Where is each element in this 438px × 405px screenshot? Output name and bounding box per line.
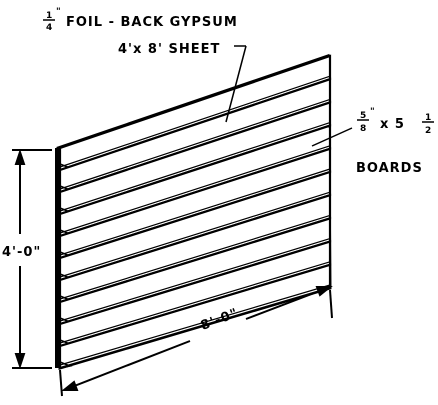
board-end-notch bbox=[59, 361, 73, 369]
length-dimension-line bbox=[63, 340, 191, 391]
height-arrow-bottom bbox=[14, 353, 26, 370]
board-lap-line bbox=[59, 122, 331, 212]
gypsum-thickness-inch-mark: " bbox=[56, 7, 61, 17]
gypsum-thickness-denominator: 4 bbox=[46, 23, 52, 33]
length-extension-left bbox=[59, 369, 63, 397]
board-thickness-denominator: 8 bbox=[360, 124, 366, 134]
length-dimension bbox=[59, 286, 333, 397]
length-dimension-line-right bbox=[245, 286, 331, 320]
board-lap-line bbox=[59, 191, 331, 278]
board-width-denominator: 2 bbox=[425, 126, 431, 136]
gypsum-leader bbox=[225, 45, 247, 123]
length-extension-right bbox=[329, 289, 333, 319]
board-width-label: x 5 bbox=[380, 117, 405, 132]
length-arrow-left bbox=[61, 380, 79, 391]
board-lap-line bbox=[59, 238, 331, 322]
gypsum-leader-diagonal bbox=[225, 45, 247, 123]
gypsum-thickness-numerator: 1 bbox=[46, 11, 52, 21]
board-lap-line bbox=[59, 214, 331, 300]
board-lap-line bbox=[59, 284, 331, 366]
height-dimension bbox=[12, 148, 52, 370]
gypsum-name-label: FOIL - BACK GYPSUM bbox=[66, 15, 238, 30]
length-arrow-right bbox=[315, 286, 333, 297]
board-lap-line bbox=[59, 168, 331, 256]
gypsum-sheet-size-label: 4'x 8' SHEET bbox=[118, 42, 220, 57]
board-thickness-numerator: 5 bbox=[360, 111, 366, 121]
board-lap-line bbox=[59, 261, 331, 344]
board-lap-line bbox=[59, 145, 331, 234]
board-width-numerator: 1 bbox=[425, 113, 431, 123]
height-arrow-top bbox=[14, 148, 26, 165]
board-lap-line bbox=[59, 75, 331, 168]
board-thickness-inch-mark: " bbox=[370, 107, 375, 117]
board-leader bbox=[311, 127, 353, 147]
board-lap-line bbox=[59, 98, 331, 190]
height-dimension-label: 4'-0" bbox=[2, 245, 41, 260]
boards-group bbox=[58, 54, 332, 370]
board-name-label: BOARDS bbox=[356, 161, 423, 176]
